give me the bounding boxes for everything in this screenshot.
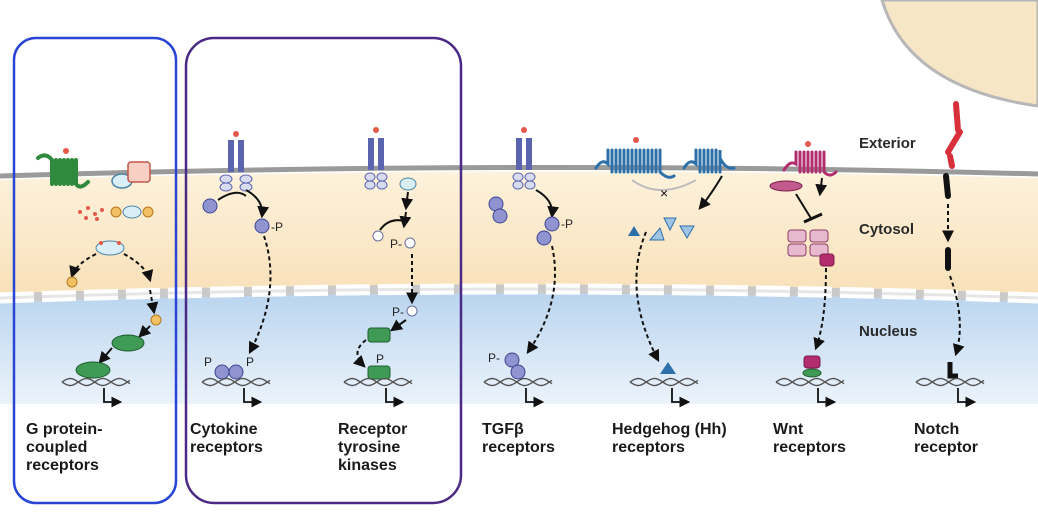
nuclear-kinase-icon — [150, 314, 162, 326]
tgfb-ligand-icon — [521, 127, 527, 133]
phospho-stat-icon — [254, 218, 270, 234]
notch-receptor-icon — [943, 173, 951, 199]
inhibition-bar — [803, 212, 823, 224]
exterior-label: Exterior — [859, 135, 916, 152]
gli-factor-icon — [660, 362, 676, 374]
tcf-icon — [802, 368, 822, 378]
caption-rtk: Receptor tyrosine kinases — [338, 421, 408, 474]
highlight-box-gpcr — [12, 36, 178, 505]
rtk-transcription-factor-icon — [367, 327, 391, 343]
nuclear-nicd-icon — [947, 362, 958, 379]
nuclear-beta-catenin-icon — [803, 355, 821, 369]
gli-complex-icon — [648, 217, 695, 241]
caption-tgfb: TGFβ receptors — [482, 421, 555, 456]
ras-icon — [399, 177, 417, 191]
transcription-start-arrow — [957, 388, 977, 408]
bound-factor-icon — [75, 361, 111, 379]
transcription-start-arrow — [385, 388, 405, 408]
jak-kinase-icon — [219, 174, 253, 192]
block-mark: × — [660, 185, 668, 201]
patched-receptor-icon — [594, 148, 676, 179]
second-messenger-icon — [78, 206, 104, 221]
kinase-subunit-icon — [66, 276, 78, 288]
nuclear-mapk-icon — [406, 305, 418, 317]
transcription-start-arrow — [817, 388, 837, 408]
caption-cytokine: Cytokine receptors — [190, 421, 263, 456]
rtk-pathway: P- P- P — [352, 127, 418, 380]
hedgehog-pathway: × — [594, 137, 736, 374]
dna-icon — [201, 377, 271, 408]
notch-pathway — [942, 101, 965, 379]
phospho-label: -P — [271, 220, 283, 234]
transcription-start-arrow — [525, 388, 545, 408]
nuclear-smad-icon — [504, 352, 526, 380]
phospho-label: P — [204, 355, 212, 369]
highlight-box-kinase — [184, 36, 463, 505]
cytokine-ligand-icon — [233, 131, 239, 137]
wnt-ligand-icon — [805, 141, 811, 147]
phospho-label: P — [246, 355, 254, 369]
effector-icon — [127, 161, 151, 183]
neighbor-cell — [880, 0, 1038, 108]
phospho-smad-icon — [536, 216, 560, 246]
dna-icon — [343, 377, 413, 408]
frizzled-receptor-icon — [782, 150, 838, 177]
smad-icon — [488, 196, 508, 224]
phospho-label: P- — [488, 351, 500, 365]
ligand-icon — [63, 148, 69, 154]
caption-hedgehog: Hedgehog (Hh) receptors — [612, 421, 727, 456]
dna-icon — [61, 377, 131, 408]
phospho-label: P — [376, 352, 384, 366]
cytokine-receptor-icon — [228, 140, 234, 172]
stat-icon — [202, 198, 218, 214]
dishevelled-icon — [769, 180, 803, 192]
kinase-cascade-icon — [372, 230, 384, 242]
rtk-receptor-icon — [368, 138, 374, 170]
phospho-label: P- — [390, 237, 402, 251]
destruction-complex-icon — [787, 229, 829, 257]
dna-strands — [61, 377, 985, 408]
mapk-icon — [404, 237, 416, 249]
transcription-start-arrow — [671, 388, 691, 408]
phospho-label: P- — [392, 305, 404, 319]
beta-catenin-icon — [819, 253, 835, 267]
smoothened-receptor-icon — [682, 148, 736, 174]
nucleus-region — [0, 291, 1038, 410]
pka-complex-icon — [110, 205, 154, 219]
nuclear-envelope-inner — [0, 287, 1038, 300]
stat-dimer-icon — [214, 364, 244, 380]
cytosol-label: Cytosol — [859, 221, 915, 238]
hh-ligand-icon — [633, 137, 639, 143]
phospho-label: -P — [561, 217, 573, 231]
gpcr-pathway — [36, 148, 162, 379]
dna-icon — [629, 377, 699, 408]
transcription-factor-icon — [111, 334, 145, 352]
regulatory-subunit-icon — [95, 240, 125, 256]
caption-notch: Notch receptor — [914, 421, 979, 456]
wnt-pathway — [769, 141, 838, 378]
caption-wnt: Wnt receptors — [773, 421, 846, 456]
rtk-bound-factor-icon — [367, 365, 391, 380]
tgfb-pathway: -P P- — [488, 127, 573, 380]
gpcr-receptor-icon — [36, 153, 90, 189]
delta-ligand-icon — [953, 101, 961, 133]
transcription-start-arrow — [103, 388, 123, 408]
dna-icon — [775, 377, 845, 408]
tgfb-receptor-icon — [516, 138, 522, 170]
nucleus-label: Nucleus — [859, 323, 918, 340]
dna-icon — [483, 377, 553, 408]
dna-icon — [915, 377, 985, 408]
rtk-ligand-icon — [373, 127, 379, 133]
transcription-start-arrow — [243, 388, 263, 408]
caption-gpcr: G protein- coupled receptors — [26, 421, 103, 474]
rtk-kinase-domain-icon — [364, 172, 388, 190]
cytokine-pathway: -P P P — [202, 131, 283, 380]
